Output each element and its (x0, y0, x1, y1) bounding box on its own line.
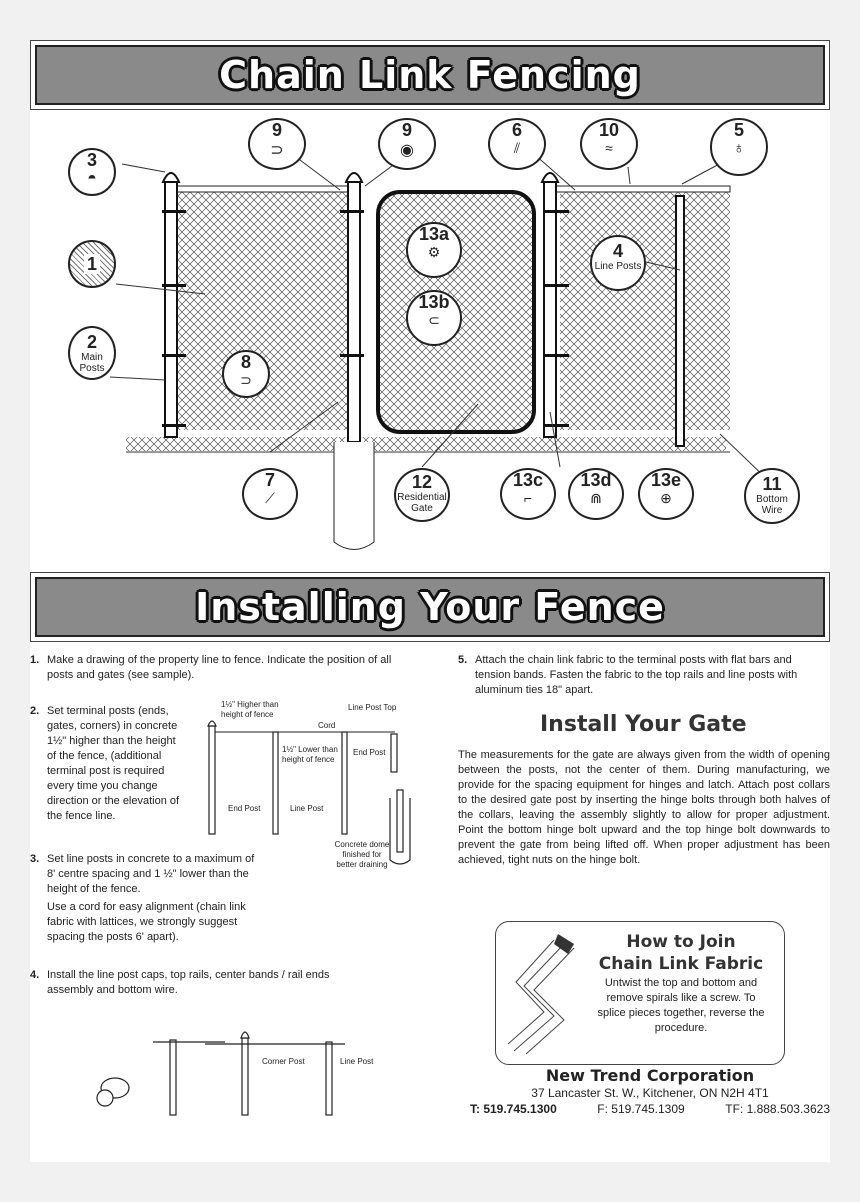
step-1-text: Make a drawing of the property line to f… (47, 654, 392, 681)
cord-label: Cord (318, 721, 336, 730)
step-5-number: 5. (458, 654, 468, 666)
post-cap-icon: ◓ (87, 170, 97, 187)
callout-number: 2 (86, 332, 97, 352)
line-post-label: Line Post (290, 804, 324, 813)
step-4-number: 4. (30, 969, 40, 981)
callout-label: Main Posts (79, 352, 105, 374)
callout-13d: 13d⋒ (568, 468, 624, 520)
left-fabric (178, 190, 350, 430)
page-title: Chain Link Fencing (219, 53, 641, 97)
callout-number: 8 (240, 352, 251, 372)
concrete-label: Concrete dome finished for better draini… (334, 840, 390, 869)
callout-number: 10 (598, 120, 620, 140)
step-1-number: 1. (30, 654, 40, 666)
step-2-text: Set terminal posts (ends, gates, corners… (47, 705, 180, 822)
tension-bar-icon: ⟋ (265, 490, 275, 506)
post-diagram (207, 720, 411, 865)
company-address: 37 Lancaster St. W., Kitchener, ON N2H 4… (531, 1086, 769, 1100)
end-post-right-label: End Post (353, 748, 386, 757)
gate-text: The measurements for the gate are always… (458, 749, 830, 866)
section-title: Installing Your Fence (195, 585, 665, 629)
section-banner: Installing Your Fence (30, 572, 830, 642)
callout-8: 8⊃ (222, 350, 270, 398)
line-post-label-2: Line Post (340, 1057, 374, 1066)
callout-number: 13c (512, 470, 544, 490)
company-phone: T: 519.745.1300 (470, 1102, 557, 1116)
loop-cap-icon: ♁ (733, 140, 745, 157)
callout-label: Bottom Wire (756, 494, 788, 516)
rail-end-icon: ◉ (400, 142, 414, 159)
higher-label: 1½" Higher than height of fence (221, 700, 279, 719)
callout-1: 1 (68, 240, 116, 288)
callout-13b: 13b⊂ (406, 290, 462, 346)
callout-9a: 9⊃ (248, 118, 306, 170)
callout-6: 6⫽ (488, 118, 546, 170)
join-title-2: Chain Link Fabric (598, 954, 764, 974)
join-title-1: How to Join (626, 932, 736, 952)
grass-line (126, 437, 730, 453)
join-text: Untwist the top and bottom and remove sp… (597, 977, 765, 1034)
company-tollfree: TF: 1.888.503.3623 (725, 1102, 830, 1116)
corner-post-label: Corner Post (262, 1057, 305, 1066)
brace-band-icon: ⊃ (240, 372, 252, 388)
latch-icon: ⊂ (428, 312, 440, 328)
callout-13e: 13e⊕ (638, 468, 694, 520)
callout-13c: 13c⌐ (500, 468, 556, 520)
line-post-top-label: Line Post Top (348, 703, 397, 712)
fabric-coil-icon (507, 934, 575, 1055)
callout-10: 10≈ (580, 118, 638, 170)
callout-number: 9 (401, 120, 412, 140)
callout-label: Residential Gate (397, 492, 447, 514)
company-name: New Trend Corporation (545, 1066, 755, 1085)
tension-band-icon: ⊃ (270, 142, 284, 159)
callout-7: 7⟋ (242, 468, 298, 520)
right-fabric (560, 190, 730, 430)
step-5-text: Attach the chain link fabric to the term… (475, 654, 798, 696)
step-2-number: 2. (30, 705, 40, 717)
company-fax: F: 519.745.1309 (597, 1102, 685, 1116)
callout-number: 13d (580, 470, 612, 490)
callout-9b: 9◉ (378, 118, 436, 170)
post-collar-icon: ⋒ (590, 490, 602, 506)
gate-hinge-icon: ⊕ (660, 490, 672, 506)
callout-number: 1 (83, 254, 100, 274)
top-rail-icon: ⫽ (513, 140, 521, 156)
callout-number: 4 (612, 241, 623, 261)
callout-label: Line Posts (594, 261, 642, 272)
gate-heading: Install Your Gate (540, 712, 747, 737)
callout-5: 5♁ (710, 118, 768, 176)
hinge-bolt-icon: ⌐ (523, 490, 533, 506)
step-3-number: 3. (30, 853, 40, 865)
callout-number: 12 (411, 472, 433, 492)
callout-13a: 13a⚙ (406, 222, 462, 278)
callout-number: 13a (418, 224, 450, 244)
callout-number: 6 (511, 120, 522, 140)
tie-wire-icon: ≈ (605, 140, 613, 156)
lower-label: 1½" Lower than height of fence (282, 745, 338, 764)
end-post-left-label: End Post (228, 804, 261, 813)
step-3-text-a: Set line posts in concrete to a maximum … (47, 853, 255, 895)
join-fabric-box: How to Join Chain Link Fabric Untwist th… (495, 921, 785, 1065)
callout-number: 7 (264, 470, 275, 490)
rail-diagram (96, 1031, 345, 1116)
callout-number: 13e (650, 470, 682, 490)
callout-number: 9 (271, 120, 282, 140)
company-contacts: T: 519.745.1300 F: 519.745.1309 TF: 1.88… (470, 1102, 830, 1116)
fence-illustration (109, 153, 771, 550)
step-4-text: Install the line post caps, top rails, c… (47, 969, 330, 996)
hinge-icon: ⚙ (427, 244, 441, 260)
callout-number: 11 (762, 474, 782, 494)
step-3-text-b: Use a cord for easy alignment (chain lin… (47, 901, 246, 943)
callout-number: 13b (418, 292, 450, 312)
title-banner: Chain Link Fencing (30, 40, 830, 110)
callout-number: 3 (86, 150, 97, 170)
callout-number: 5 (733, 120, 744, 140)
callout-3: 3◓ (68, 148, 116, 196)
left-main-post (164, 181, 178, 438)
